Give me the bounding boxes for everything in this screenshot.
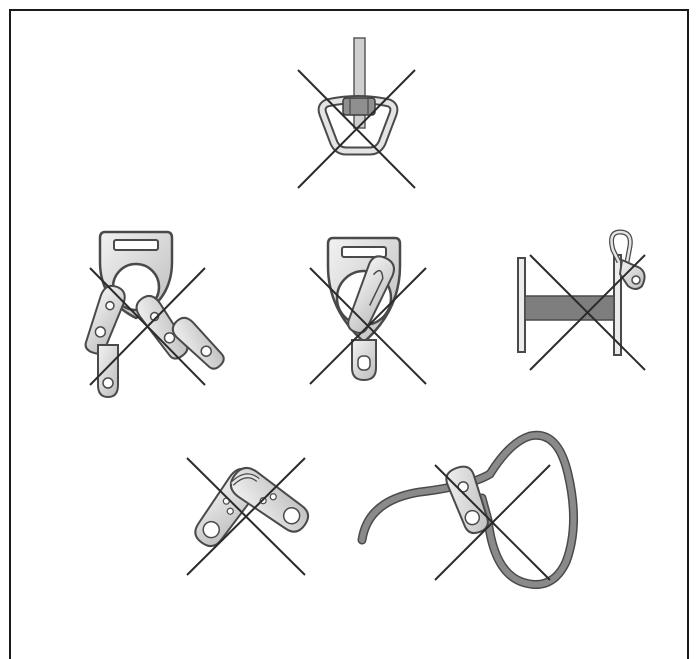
panel-snaphook-on-own-lanyard	[362, 435, 574, 584]
panel-snaphook-clipped-inside-d-ring	[310, 238, 426, 384]
left-flange	[518, 258, 525, 352]
ring-wrap	[343, 98, 375, 115]
snaphook-bottom	[98, 345, 118, 397]
panel-multiple-snaphooks-on-d-ring	[82, 232, 229, 397]
panel-snaphooks-clipped-together	[187, 458, 314, 575]
bottom-eye	[352, 340, 376, 380]
panel-rope-through-d-ring	[298, 38, 415, 188]
panel-snaphook-on-horizontal-member	[518, 232, 645, 370]
